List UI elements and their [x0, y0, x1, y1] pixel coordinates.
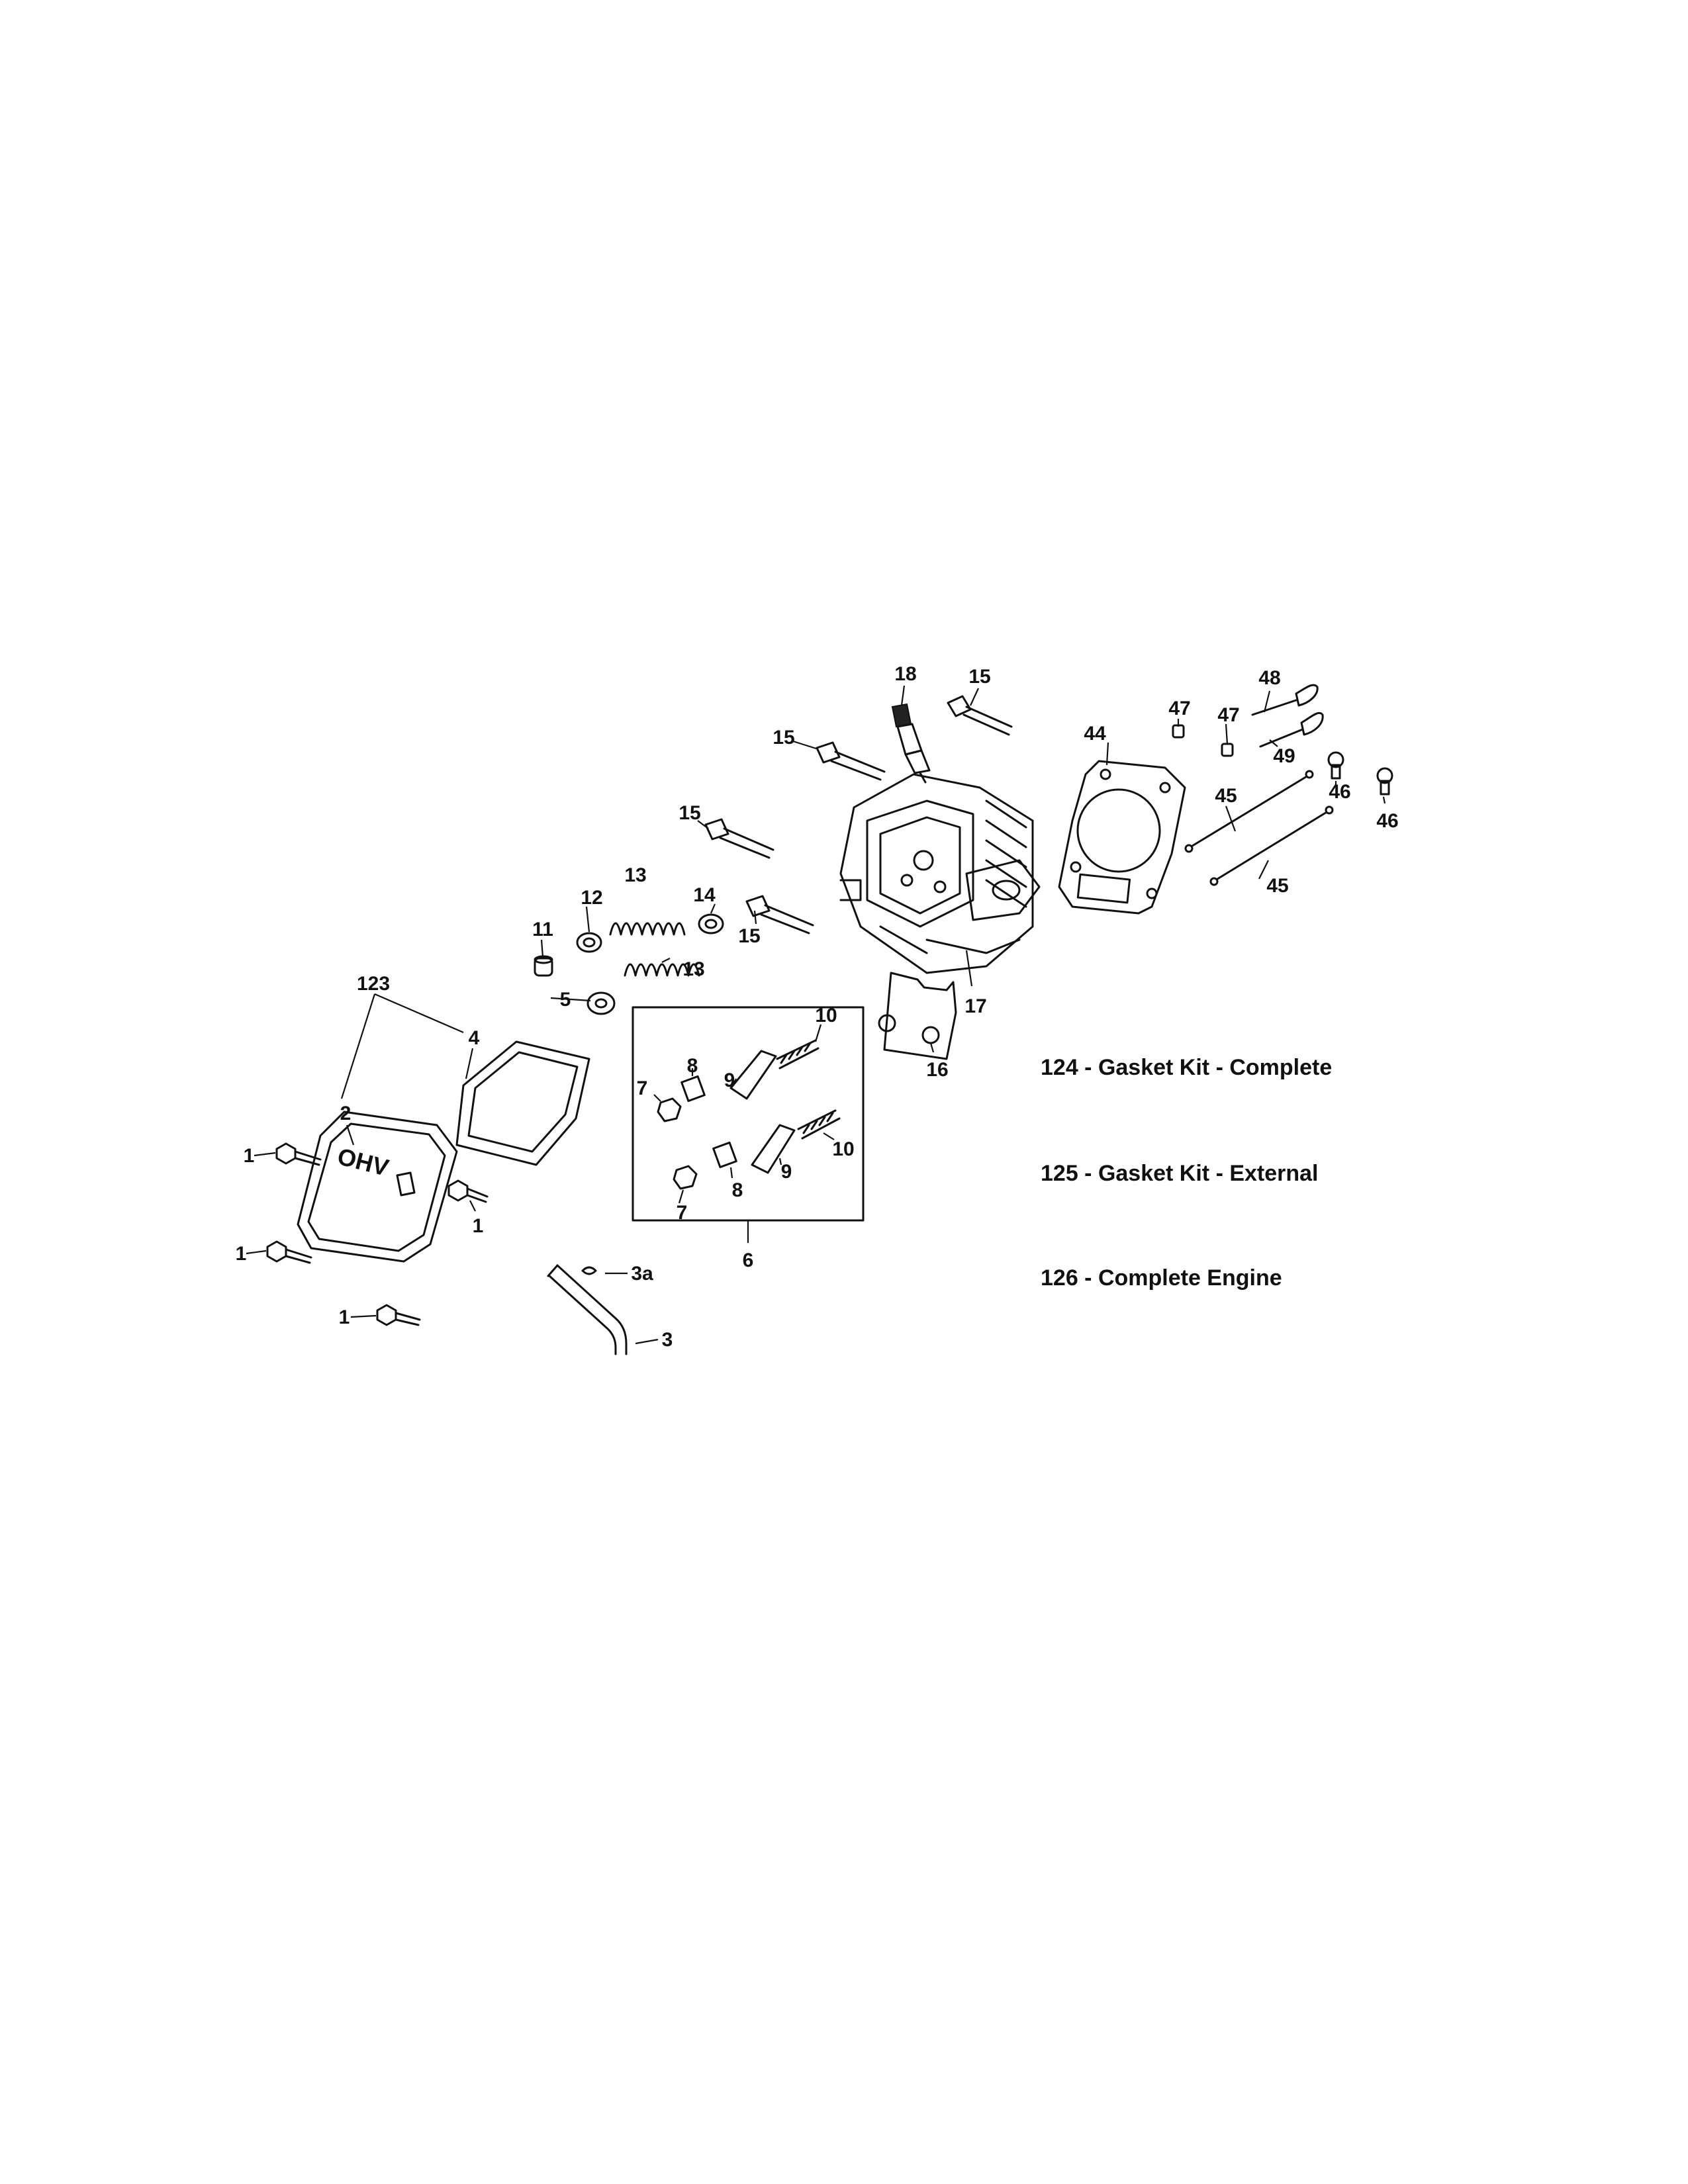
push-rod-1: [1184, 770, 1314, 853]
port-gasket: [878, 972, 957, 1060]
callout-labels: 18 15 15 15 15 44 47 47 48 49 46 46 45 4…: [236, 663, 1399, 1351]
callout-15: 15: [773, 727, 794, 749]
cover-marking-text: OHV: [335, 1142, 392, 1181]
spark-plug: [891, 703, 931, 784]
valve-stem-seal: [534, 955, 553, 977]
breather-clamp: [581, 1266, 597, 1275]
rocker-arm-kit-box: [632, 1006, 865, 1222]
callout-17: 17: [964, 995, 986, 1017]
callout-15: 15: [679, 802, 700, 824]
callout-47: 47: [1168, 698, 1190, 719]
valve-spring-upper: [609, 922, 686, 936]
kit-124-label: 124 - Gasket Kit - Complete: [1041, 1055, 1332, 1080]
valve-spring-lower: [624, 963, 700, 977]
callout-45: 45: [1215, 785, 1237, 807]
callout-7: 7: [677, 1202, 688, 1224]
callout-16: 16: [926, 1059, 948, 1081]
cylinder-head: [839, 773, 1041, 974]
callout-6: 6: [743, 1250, 754, 1271]
callout-49: 49: [1273, 745, 1295, 767]
cover-bolt-1: [275, 1142, 322, 1166]
head-gasket: [1058, 760, 1186, 915]
callout-9: 9: [781, 1161, 792, 1183]
callout-1: 1: [236, 1243, 247, 1265]
callout-15: 15: [738, 925, 760, 947]
callout-3: 3: [662, 1329, 673, 1351]
callout-13: 13: [624, 864, 646, 886]
tappet-1: [1327, 751, 1344, 780]
exhaust-valve: [1251, 684, 1319, 716]
callout-44: 44: [1084, 723, 1106, 745]
cover-bolt-4: [376, 1304, 421, 1326]
callout-15: 15: [968, 666, 990, 688]
callout-12: 12: [581, 887, 602, 909]
callout-7: 7: [637, 1077, 648, 1099]
callout-3a: 3a: [631, 1263, 653, 1285]
callout-8: 8: [732, 1179, 743, 1201]
callout-11: 11: [532, 919, 553, 940]
callout-46: 46: [1376, 810, 1398, 832]
callout-2: 2: [340, 1103, 352, 1124]
head-bolt-top: [947, 695, 1013, 736]
callout-1: 1: [473, 1215, 484, 1237]
callout-5: 5: [560, 989, 571, 1011]
callout-14: 14: [693, 884, 716, 906]
valve-keeper-1: [1172, 724, 1185, 739]
head-bolt-lower: [745, 895, 814, 934]
callout-10: 10: [832, 1138, 854, 1160]
kit-126-label: 126 - Complete Engine: [1041, 1265, 1282, 1291]
kit-125-label: 125 - Gasket Kit - External: [1041, 1161, 1319, 1186]
tappet-2: [1376, 767, 1393, 796]
callout-47: 47: [1217, 704, 1239, 726]
callout-18: 18: [894, 663, 916, 685]
valve-keeper-2: [1221, 743, 1234, 757]
callout-46: 46: [1329, 781, 1350, 803]
kit-list: 124 - Gasket Kit - Complete 125 - Gasket…: [1041, 1055, 1332, 1291]
callout-4: 4: [469, 1027, 480, 1049]
spring-retainer: [576, 932, 602, 953]
cover-bolt-3: [447, 1179, 489, 1203]
valve-rotator: [698, 913, 724, 934]
callout-9: 9: [724, 1069, 735, 1091]
head-bolt-upper-left: [816, 741, 886, 781]
leader-lines: [246, 685, 1386, 1345]
push-rod-2: [1209, 805, 1334, 886]
rocker-cover-gasket: [455, 1040, 590, 1166]
callout-13: 13: [682, 958, 704, 980]
rocker-cover: OHV: [297, 1111, 458, 1263]
valve-guide-seal: [586, 991, 616, 1015]
callout-1: 1: [339, 1306, 350, 1328]
callout-10: 10: [815, 1005, 837, 1026]
intake-valve: [1259, 711, 1324, 748]
cover-bolt-2: [266, 1240, 312, 1264]
breather-tube: [547, 1264, 628, 1355]
callout-8: 8: [687, 1055, 698, 1077]
callout-1: 1: [244, 1145, 255, 1167]
head-bolt-left: [704, 818, 774, 859]
callout-48: 48: [1258, 667, 1280, 689]
callout-123: 123: [357, 973, 390, 995]
callout-45: 45: [1266, 875, 1288, 897]
